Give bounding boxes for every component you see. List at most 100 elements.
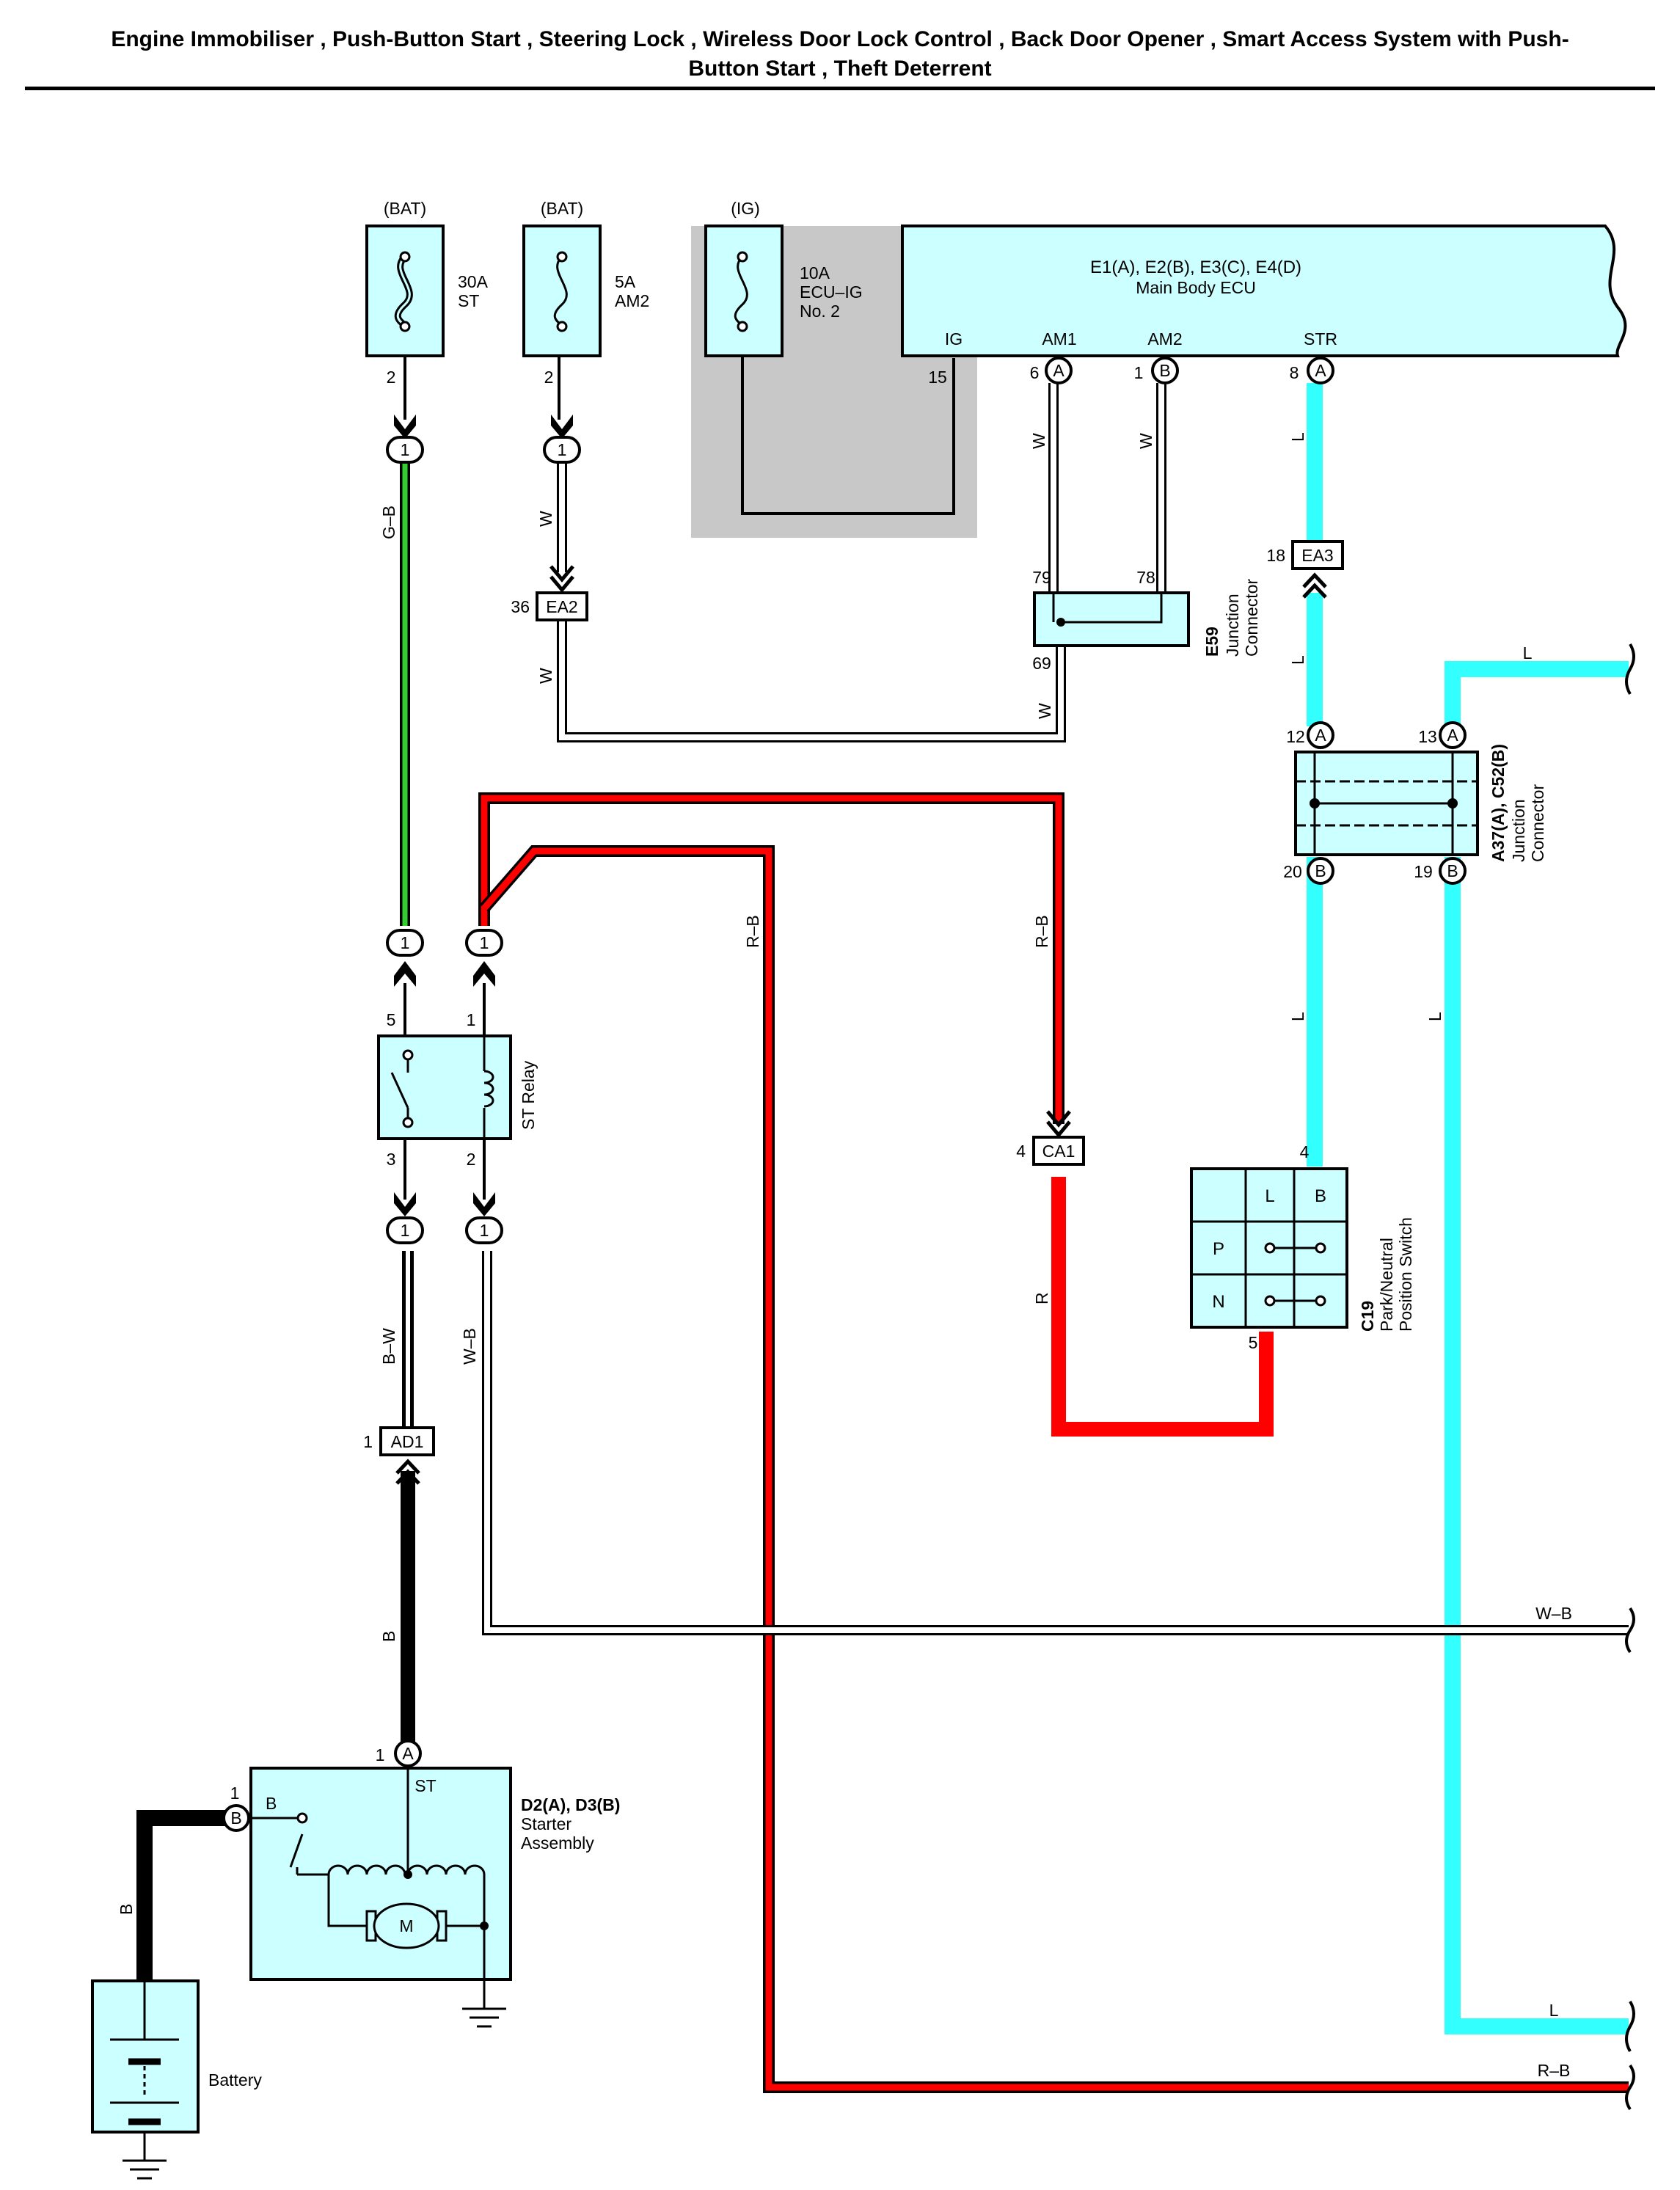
svg-text:69: 69 <box>1032 654 1051 673</box>
wire-w-ecu <box>1048 383 1166 593</box>
svg-text:CA1: CA1 <box>1042 1142 1075 1161</box>
label-l-1: L <box>1288 432 1307 442</box>
svg-text:M: M <box>399 1916 413 1935</box>
connector-30a-out: 1 <box>386 415 424 464</box>
ecu-title: E1(A), E2(B), E3(C), E4(D) <box>1090 258 1301 277</box>
starter-assembly: A 1 ST B 1 B M D2(A), D3(B) Starter Asse… <box>222 1740 620 2009</box>
svg-text:18: 18 <box>1266 546 1285 565</box>
svg-text:D2(A), D3(B): D2(A), D3(B) <box>521 1795 620 1814</box>
fuse-5a-supply: (BAT) <box>541 199 583 218</box>
svg-text:5: 5 <box>387 1010 396 1029</box>
wire-l <box>1307 383 1629 2034</box>
ecu-pin-am1: 6 A <box>1030 357 1073 384</box>
svg-text:1: 1 <box>401 440 410 459</box>
svg-text:3: 3 <box>387 1150 396 1169</box>
svg-text:1: 1 <box>230 1784 240 1803</box>
svg-text:36: 36 <box>511 597 530 616</box>
svg-text:A: A <box>1447 726 1458 745</box>
label-b-2: B <box>117 1904 136 1915</box>
wire-wb <box>482 1251 1629 1635</box>
label-l-6: L <box>1549 2001 1559 2020</box>
svg-text:L: L <box>1265 1186 1274 1206</box>
fuse-30a-name: ST <box>458 291 479 310</box>
svg-text:1: 1 <box>480 933 489 952</box>
svg-text:78: 78 <box>1136 568 1155 587</box>
connector-relay-in-rb: 1 <box>465 929 503 987</box>
connector-ea2: EA2 36 <box>511 565 588 621</box>
wire-ig <box>741 323 955 515</box>
svg-text:Assembly: Assembly <box>521 1833 594 1853</box>
svg-text:4: 4 <box>1016 1142 1026 1161</box>
main-body-ecu: E1(A), E2(B), E3(C), E4(D) Main Body ECU… <box>901 225 1627 387</box>
ecu-term-am2: AM2 <box>1147 329 1182 348</box>
wire-b-battery <box>136 1810 232 1981</box>
ecu-term-am1: AM1 <box>1042 329 1076 348</box>
svg-text:1: 1 <box>1134 363 1144 382</box>
fuse-5a-pin: 2 <box>544 368 554 387</box>
svg-text:Battery: Battery <box>208 2070 262 2089</box>
svg-text:13: 13 <box>1418 727 1437 746</box>
fuse-30a-st: (BAT) 30A ST 2 <box>365 199 489 387</box>
junction-a37-c52: A 12 A 13 B 20 B 19 A37(A), C52(B) Junct… <box>1283 721 1547 885</box>
label-b-1: B <box>379 1631 398 1642</box>
connector-ca1: CA1 4 <box>1016 1110 1085 1166</box>
svg-text:1: 1 <box>401 1221 410 1240</box>
svg-text:20: 20 <box>1283 862 1302 881</box>
svg-text:Starter: Starter <box>521 1814 571 1833</box>
connector-relay-in-gb: 1 <box>386 929 424 987</box>
label-rb-2: R–B <box>1032 915 1051 948</box>
svg-text:Junction: Junction <box>1509 799 1528 862</box>
fuse-10a-amp: 10A <box>800 263 830 282</box>
battery-ground-icon <box>123 2159 167 2180</box>
svg-text:AD1: AD1 <box>391 1432 424 1451</box>
svg-text:Junction: Junction <box>1223 594 1242 657</box>
svg-text:A37(A), C52(B): A37(A), C52(B) <box>1489 744 1508 862</box>
connector-relay-out-bw: 1 <box>386 1192 424 1244</box>
svg-text:1: 1 <box>401 933 410 952</box>
battery: Battery <box>91 1979 262 2161</box>
svg-text:1: 1 <box>558 440 567 459</box>
svg-text:5: 5 <box>1249 1333 1258 1352</box>
label-rb-3: R–B <box>1538 2061 1571 2080</box>
ecu-subtitle: Main Body ECU <box>1136 278 1256 297</box>
connector-ad1: AD1 1 <box>363 1426 435 1485</box>
ecu-term-ig: IG <box>945 329 963 348</box>
label-w-4: W <box>1136 433 1155 449</box>
label-l-4: L <box>1288 1012 1307 1021</box>
label-l-2: L <box>1288 655 1307 665</box>
label-l-3: L <box>1523 643 1533 663</box>
label-l-5: L <box>1425 1012 1445 1021</box>
wire-r <box>1051 1177 1274 1437</box>
svg-text:A: A <box>1315 361 1326 380</box>
svg-text:EA2: EA2 <box>546 597 577 616</box>
svg-text:Connector: Connector <box>1528 784 1547 862</box>
svg-text:Connector: Connector <box>1242 579 1261 657</box>
label-r: R <box>1032 1292 1051 1304</box>
wire-labels: G–B W W W W W L L L L L L R–B R–B R–B R … <box>117 432 1572 2080</box>
svg-text:1: 1 <box>376 1745 385 1764</box>
svg-text:B: B <box>1315 1186 1326 1206</box>
ecu-pin-am2: 1 B <box>1134 357 1179 384</box>
connector-relay-out-wb: 1 <box>465 1192 503 1244</box>
park-neutral-switch-c19: L B P N 4 5 C19 Park/Neutral Position Sw… <box>1190 1142 1415 1352</box>
svg-text:A: A <box>1053 361 1064 380</box>
svg-text:1: 1 <box>467 1010 476 1029</box>
fuse-5a-amp: 5A <box>615 272 636 291</box>
svg-text:4: 4 <box>1300 1142 1310 1161</box>
svg-text:A: A <box>402 1744 414 1763</box>
title-line-2: Button Start , Theft Deterrent <box>688 56 992 81</box>
fuse-5a-name: AM2 <box>615 291 649 310</box>
fuse-10a-name: ECU–IG <box>800 282 863 302</box>
junction-e59: 79 78 69 E59 Junction Connector <box>1032 568 1261 673</box>
svg-text:1: 1 <box>363 1432 373 1451</box>
fuse-10a-supply: (IG) <box>731 199 760 218</box>
label-w-3: W <box>1029 433 1048 449</box>
wire-w-am2 <box>557 459 1066 742</box>
ecu-pin-str: 8 A <box>1290 357 1334 384</box>
svg-text:E59: E59 <box>1202 627 1221 657</box>
label-gb: G–B <box>379 505 398 539</box>
svg-text:B: B <box>230 1808 241 1828</box>
svg-text:B: B <box>1159 361 1170 380</box>
label-w-2: W <box>536 668 555 684</box>
fuse-30a-supply: (BAT) <box>384 199 426 218</box>
